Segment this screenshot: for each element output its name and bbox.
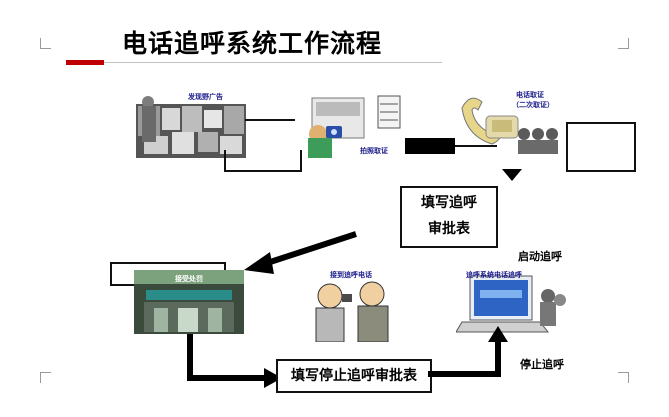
blank-box-right xyxy=(566,122,636,172)
stop-approval-form-box: 填写停止追呼审批表 xyxy=(276,359,432,393)
ad-label: 发现野广告 xyxy=(188,93,223,101)
camera-scene-icon xyxy=(308,95,401,158)
photo-evidence-label: 拍照取证 xyxy=(360,147,388,155)
approval-form-box: 填写追呼 审批表 xyxy=(400,186,498,248)
penalty-office-illustration xyxy=(134,270,244,334)
approval-form-line2: 审批表 xyxy=(428,221,470,237)
page-title: 电话追呼系统工作流程 xyxy=(122,29,383,58)
redacted-block xyxy=(405,138,455,154)
illegal-ad-illustration xyxy=(136,92,246,158)
corner-mark-bottom-left xyxy=(40,372,51,383)
penalty-label: 接受处罚 xyxy=(175,275,203,283)
title-underline xyxy=(104,62,442,63)
down-arrow-icon xyxy=(502,166,522,181)
elbow-arrow-to-stop-form xyxy=(187,334,282,388)
calls-received-label: 接到追呼电话 xyxy=(330,271,372,279)
corner-mark-top-left xyxy=(40,38,51,49)
worried-people-icon xyxy=(315,281,389,342)
approval-form-line1: 填写追呼 xyxy=(421,195,477,211)
stop-call-label: 停止追呼 xyxy=(520,358,564,371)
diagonal-arrow-icon xyxy=(244,231,357,274)
phone-evidence-illustration xyxy=(456,86,564,156)
corner-mark-bottom-right xyxy=(618,372,629,383)
connector-to-phone xyxy=(455,145,497,147)
photo-evidence-illustration xyxy=(296,92,406,158)
calls-received-illustration xyxy=(300,272,410,342)
telephone-icon xyxy=(461,97,558,154)
title-accent-bar xyxy=(66,60,104,65)
elbow-arrow-to-system xyxy=(428,326,508,377)
connector-bracket-below-ad xyxy=(224,150,302,172)
connector-ad-to-photo xyxy=(245,119,295,121)
recall-system-illustration xyxy=(456,266,568,340)
laptop-icon xyxy=(456,275,566,333)
start-call-label: 启动追呼 xyxy=(518,250,562,263)
office-building-icon xyxy=(134,270,244,334)
corner-mark-top-right xyxy=(618,38,629,49)
stop-approval-form-text: 填写停止追呼审批表 xyxy=(291,368,417,384)
phone-evidence-sublabel: （二次取证） xyxy=(512,101,554,109)
phone-evidence-label: 电话取证 xyxy=(516,91,544,99)
recall-system-label: 追呼系统电话追呼 xyxy=(466,271,522,279)
ad-wall-icon xyxy=(136,96,246,158)
